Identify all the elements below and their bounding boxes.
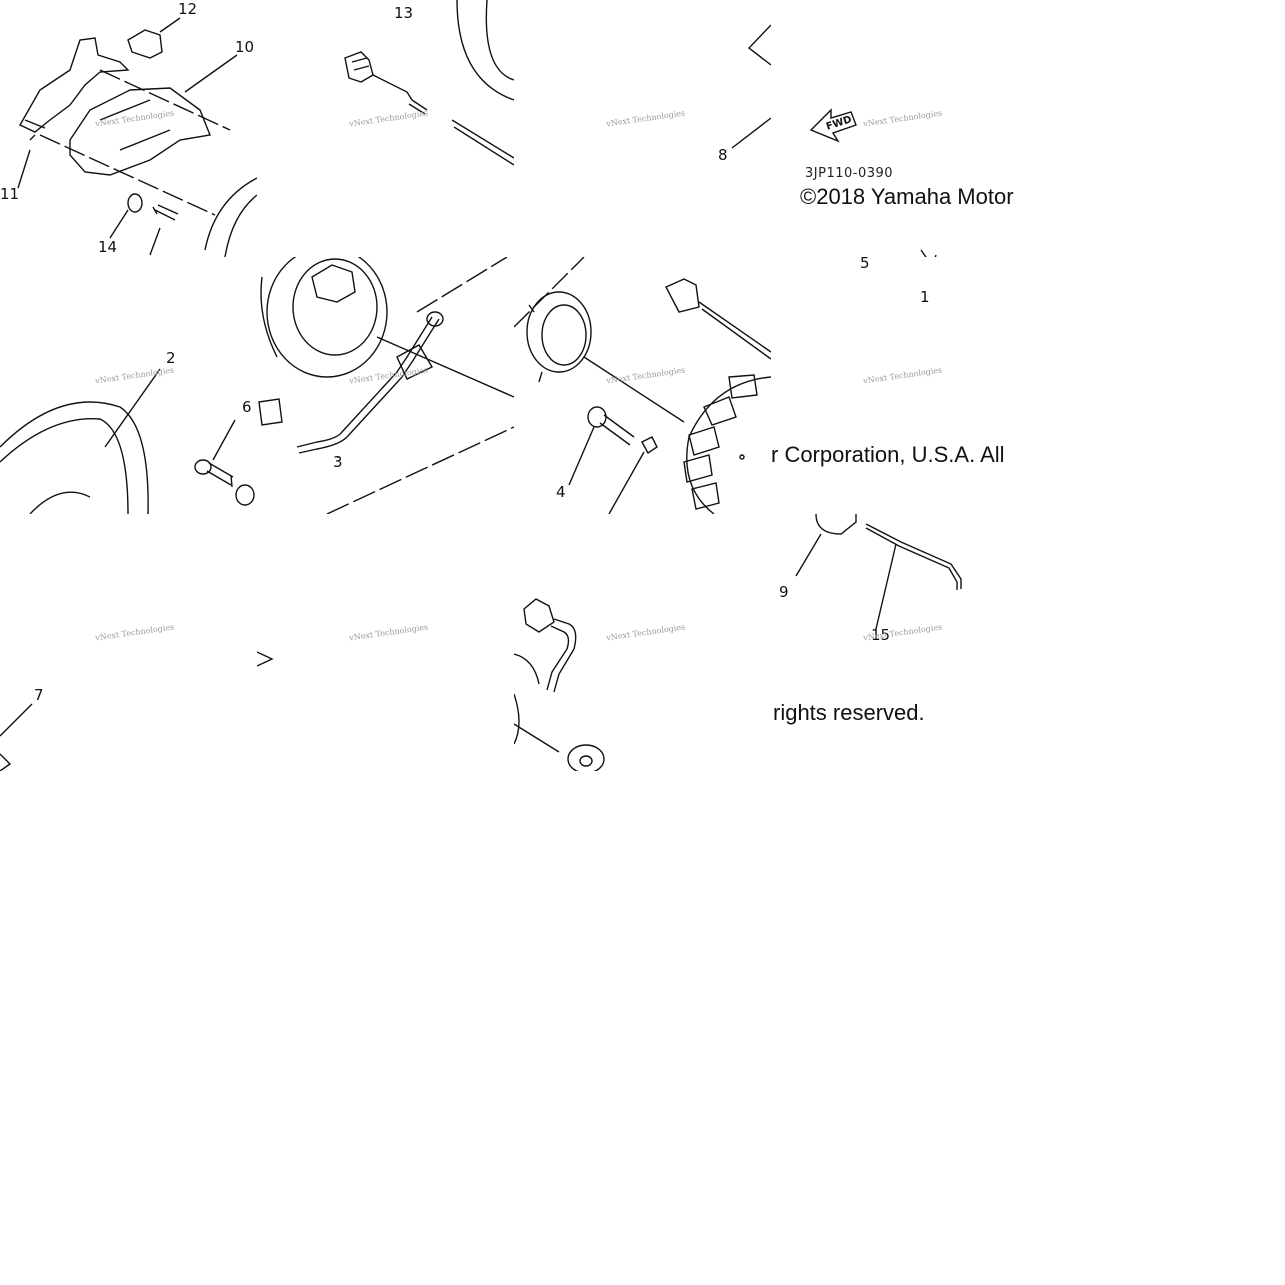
callout-9: 9 — [779, 583, 789, 601]
copyright-part-3: rights reserved. — [773, 700, 925, 725]
copyright-part-2: r Corporation, U.S.A. All — [771, 442, 1005, 467]
callout-4: 4 — [556, 483, 566, 501]
sensor-lead-drawing — [344, 0, 514, 166]
watermark: vNext Technologies — [862, 365, 943, 386]
diagram-tile-f-bolt: 6 — [185, 395, 257, 514]
grommet-lead-drawing — [514, 598, 605, 771]
callout-3: 3 — [333, 453, 343, 471]
diagram-tile-j: vNext Technologies — [257, 514, 514, 771]
callout-2: 2 — [166, 349, 176, 367]
callout-11: 11 — [0, 185, 20, 203]
callout-1: 1 — [920, 288, 930, 306]
diagram-tile-e: 2 vNext Technologies — [0, 257, 257, 514]
stator-drawing — [514, 257, 771, 514]
callout-10: 10 — [235, 38, 255, 56]
diagram-tile-a: 12 10 11 14 vNext Technologies — [0, 0, 257, 257]
diagram-tile-d: FWD 3JP110-0390 ©2018 Yamaha Motor vNext… — [771, 0, 1028, 257]
washer-and-pin-drawing — [795, 514, 962, 630]
callout-8: 8 — [718, 146, 728, 164]
diagram-tile-b: 13 vNext Technologies — [257, 0, 514, 180]
diagram-tile-g: 4 vNext Technologies — [514, 257, 771, 514]
callout-12: 12 — [178, 0, 198, 18]
callout-14: 14 — [98, 238, 118, 256]
callout-6: 6 — [242, 398, 252, 416]
pointer-drawing — [257, 651, 274, 667]
copyright-part-1: ©2018 Yamaha Motor — [800, 184, 1014, 209]
bracket-and-cover-drawing — [17, 17, 257, 257]
diagram-tile-l: 9 15 rights reserved. vNext Technologies — [771, 514, 1028, 771]
rotor-leader-drawing — [731, 24, 771, 149]
callout-13: 13 — [394, 4, 414, 22]
diagram-tile-h: r Corporation, U.S.A. All vNext Technolo… — [771, 257, 1028, 514]
callout-15: 15 — [871, 626, 891, 644]
callout-5: 5 — [860, 254, 870, 272]
diagram-tile-c: 8 vNext Technologies — [514, 0, 771, 257]
diagram-tile-f: 3 6 vNext Technologies — [257, 257, 514, 514]
callout-7: 7 — [34, 686, 44, 704]
diagram-tile-i: 7 vNext Technologies — [0, 514, 257, 771]
part-code: 3JP110-0390 — [805, 166, 894, 181]
fwd-arrow-drawing — [809, 108, 937, 257]
bolt-drawing — [194, 419, 255, 506]
flywheel-drawing — [0, 368, 161, 514]
pickup-coil-drawing — [258, 257, 514, 514]
part-7-drawing — [0, 703, 33, 771]
diagram-tile-k: vNext Technologies — [514, 514, 771, 771]
